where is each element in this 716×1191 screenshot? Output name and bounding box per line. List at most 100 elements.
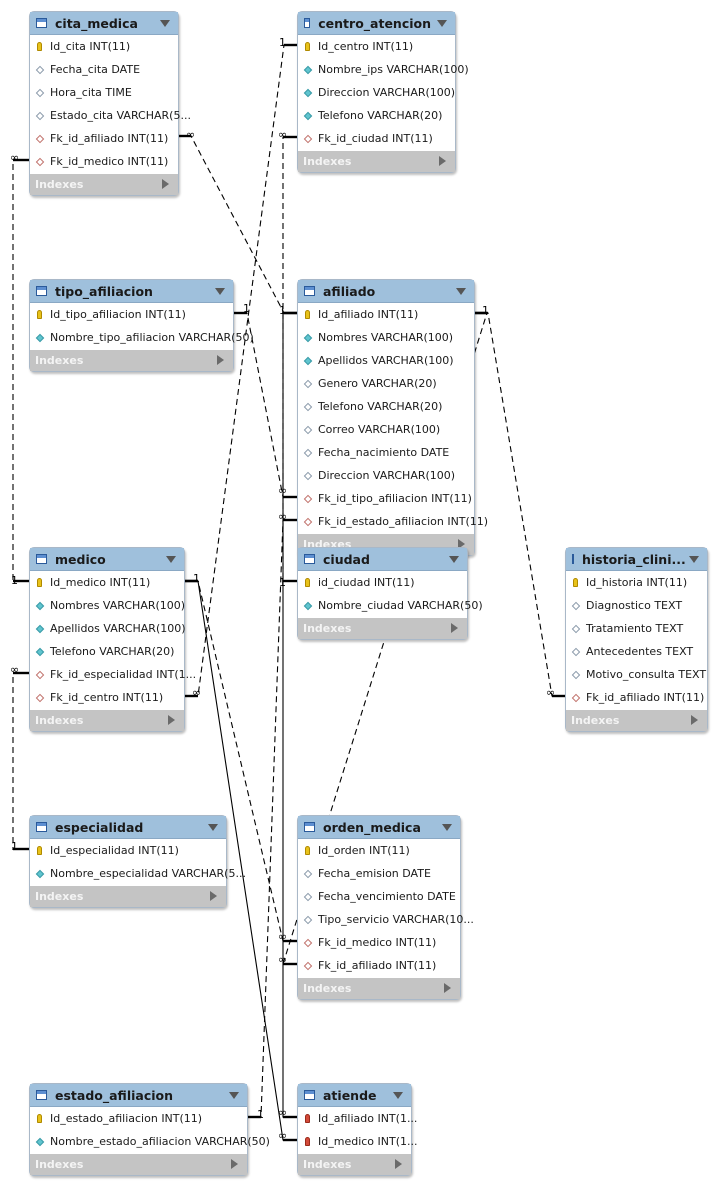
- column-row[interactable]: Fk_id_afiliado INT(11): [30, 127, 178, 150]
- expand-arrow-icon[interactable]: [451, 623, 458, 633]
- column-row[interactable]: Fk_id_afiliado INT(11): [566, 686, 707, 709]
- column-row[interactable]: Tratamiento TEXT: [566, 617, 707, 640]
- column-row[interactable]: Antecedentes TEXT: [566, 640, 707, 663]
- column-row[interactable]: Nombre_estado_afiliacion VARCHAR(50): [30, 1130, 270, 1153]
- relationship-afiliado-estado-afiliacion[interactable]: [246, 519, 297, 1118]
- table-header[interactable]: historia_clini...: [566, 548, 707, 571]
- relationship-centro-atencion-medico[interactable]: [183, 44, 297, 697]
- column-row[interactable]: Telefono VARCHAR(20): [298, 395, 474, 418]
- collapse-caret-icon[interactable]: [160, 20, 170, 27]
- column-row[interactable]: Id_tipo_afiliacion INT(11): [30, 303, 233, 326]
- column-row[interactable]: Fk_id_medico INT(11): [30, 150, 178, 173]
- collapse-caret-icon[interactable]: [393, 1092, 403, 1099]
- column-row[interactable]: Motivo_consulta TEXT: [566, 663, 707, 686]
- column-row[interactable]: Fk_id_tipo_afiliacion INT(11): [298, 487, 474, 510]
- column-row[interactable]: Nombres VARCHAR(100): [298, 326, 474, 349]
- column-row[interactable]: Telefono VARCHAR(20): [30, 640, 184, 663]
- collapse-caret-icon[interactable]: [166, 556, 176, 563]
- expand-arrow-icon[interactable]: [217, 355, 224, 365]
- column-row[interactable]: Tipo_servicio VARCHAR(10...: [298, 908, 474, 931]
- indexes-bar[interactable]: Indexes: [30, 174, 178, 195]
- column-row[interactable]: Id_afiliado INT(11): [298, 303, 474, 326]
- indexes-bar[interactable]: Indexes: [566, 710, 707, 731]
- relationship-medico-especialidad[interactable]: [12, 672, 29, 850]
- indexes-bar[interactable]: Indexes: [298, 618, 467, 639]
- collapse-caret-icon[interactable]: [689, 556, 699, 563]
- column-row[interactable]: Diagnostico TEXT: [566, 594, 707, 617]
- table-header[interactable]: atiende: [298, 1084, 411, 1107]
- expand-arrow-icon[interactable]: [691, 715, 698, 725]
- expand-arrow-icon[interactable]: [439, 156, 446, 166]
- expand-arrow-icon[interactable]: [231, 1159, 238, 1169]
- collapse-caret-icon[interactable]: [437, 20, 447, 27]
- column-row[interactable]: Id_medico INT(11): [30, 571, 184, 594]
- column-row[interactable]: Id_afiliado INT(1...: [298, 1107, 417, 1130]
- collapse-caret-icon[interactable]: [456, 288, 466, 295]
- column-row[interactable]: id_ciudad INT(11): [298, 571, 467, 594]
- column-row[interactable]: Id_historia INT(11): [566, 571, 707, 594]
- column-row[interactable]: Estado_cita VARCHAR(5...: [30, 104, 191, 127]
- column-row[interactable]: Id_cita INT(11): [30, 35, 178, 58]
- collapse-caret-icon[interactable]: [215, 288, 225, 295]
- indexes-bar[interactable]: Indexes: [30, 1154, 247, 1175]
- table-header[interactable]: afiliado: [298, 280, 474, 303]
- table-header[interactable]: estado_afiliacion: [30, 1084, 247, 1107]
- collapse-caret-icon[interactable]: [442, 824, 452, 831]
- column-row[interactable]: Id_especialidad INT(11): [30, 839, 226, 862]
- column-row[interactable]: Fk_id_ciudad INT(11): [298, 127, 455, 150]
- indexes-bar[interactable]: Indexes: [30, 710, 184, 731]
- column-row[interactable]: Hora_cita TIME: [30, 81, 178, 104]
- column-row[interactable]: Genero VARCHAR(20): [298, 372, 474, 395]
- column-row[interactable]: Fecha_cita DATE: [30, 58, 178, 81]
- column-row[interactable]: Id_medico INT(1...: [298, 1130, 418, 1153]
- indexes-bar[interactable]: Indexes: [298, 151, 455, 172]
- table-header[interactable]: cita_medica: [30, 12, 178, 35]
- column-row[interactable]: Id_orden INT(11): [298, 839, 460, 862]
- column-row[interactable]: Fk_id_afiliado INT(11): [298, 954, 460, 977]
- column-row[interactable]: Nombres VARCHAR(100): [30, 594, 185, 617]
- relationship-historia-clinica-afiliado[interactable]: [473, 312, 565, 697]
- column-row[interactable]: Id_centro INT(11): [298, 35, 455, 58]
- expand-arrow-icon[interactable]: [395, 1159, 402, 1169]
- column-row[interactable]: Fk_id_medico INT(11): [298, 931, 460, 954]
- expand-arrow-icon[interactable]: [458, 539, 465, 549]
- collapse-caret-icon[interactable]: [449, 556, 459, 563]
- table-header[interactable]: ciudad: [298, 548, 467, 571]
- column-row[interactable]: Fecha_emision DATE: [298, 862, 460, 885]
- table-header[interactable]: orden_medica: [298, 816, 460, 839]
- column-row[interactable]: Telefono VARCHAR(20): [298, 104, 455, 127]
- column-row[interactable]: Apellidos VARCHAR(100): [298, 349, 474, 372]
- relationship-atiende-afiliado[interactable]: [282, 312, 297, 1118]
- expand-arrow-icon[interactable]: [168, 715, 175, 725]
- column-row[interactable]: Nombre_ips VARCHAR(100): [298, 58, 469, 81]
- column-row[interactable]: Direccion VARCHAR(100): [298, 81, 455, 104]
- table-header[interactable]: medico: [30, 548, 184, 571]
- column-row[interactable]: Fk_id_estado_afiliacion INT(11): [298, 510, 488, 533]
- table-historia-clinica[interactable]: historia_clini...Id_historia INT(11)Diag…: [565, 547, 708, 732]
- column-row[interactable]: Fk_id_especialidad INT(1...: [30, 663, 196, 686]
- collapse-caret-icon[interactable]: [208, 824, 218, 831]
- indexes-bar[interactable]: Indexes: [30, 886, 226, 907]
- column-row[interactable]: Apellidos VARCHAR(100): [30, 617, 186, 640]
- expand-arrow-icon[interactable]: [210, 891, 217, 901]
- relationship-cita-medica-medico[interactable]: [12, 159, 29, 582]
- column-row[interactable]: Id_estado_afiliacion INT(11): [30, 1107, 247, 1130]
- column-row[interactable]: Fecha_vencimiento DATE: [298, 885, 460, 908]
- indexes-bar[interactable]: Indexes: [30, 350, 233, 371]
- table-header[interactable]: tipo_afiliacion: [30, 280, 233, 303]
- column-row[interactable]: Nombre_ciudad VARCHAR(50): [298, 594, 483, 617]
- column-row[interactable]: Nombre_tipo_afiliacion VARCHAR(50): [30, 326, 254, 349]
- column-row[interactable]: Direccion VARCHAR(100): [298, 464, 474, 487]
- column-row[interactable]: Nombre_especialidad VARCHAR(5...: [30, 862, 246, 885]
- column-row[interactable]: Fecha_nacimiento DATE: [298, 441, 474, 464]
- column-row[interactable]: Correo VARCHAR(100): [298, 418, 474, 441]
